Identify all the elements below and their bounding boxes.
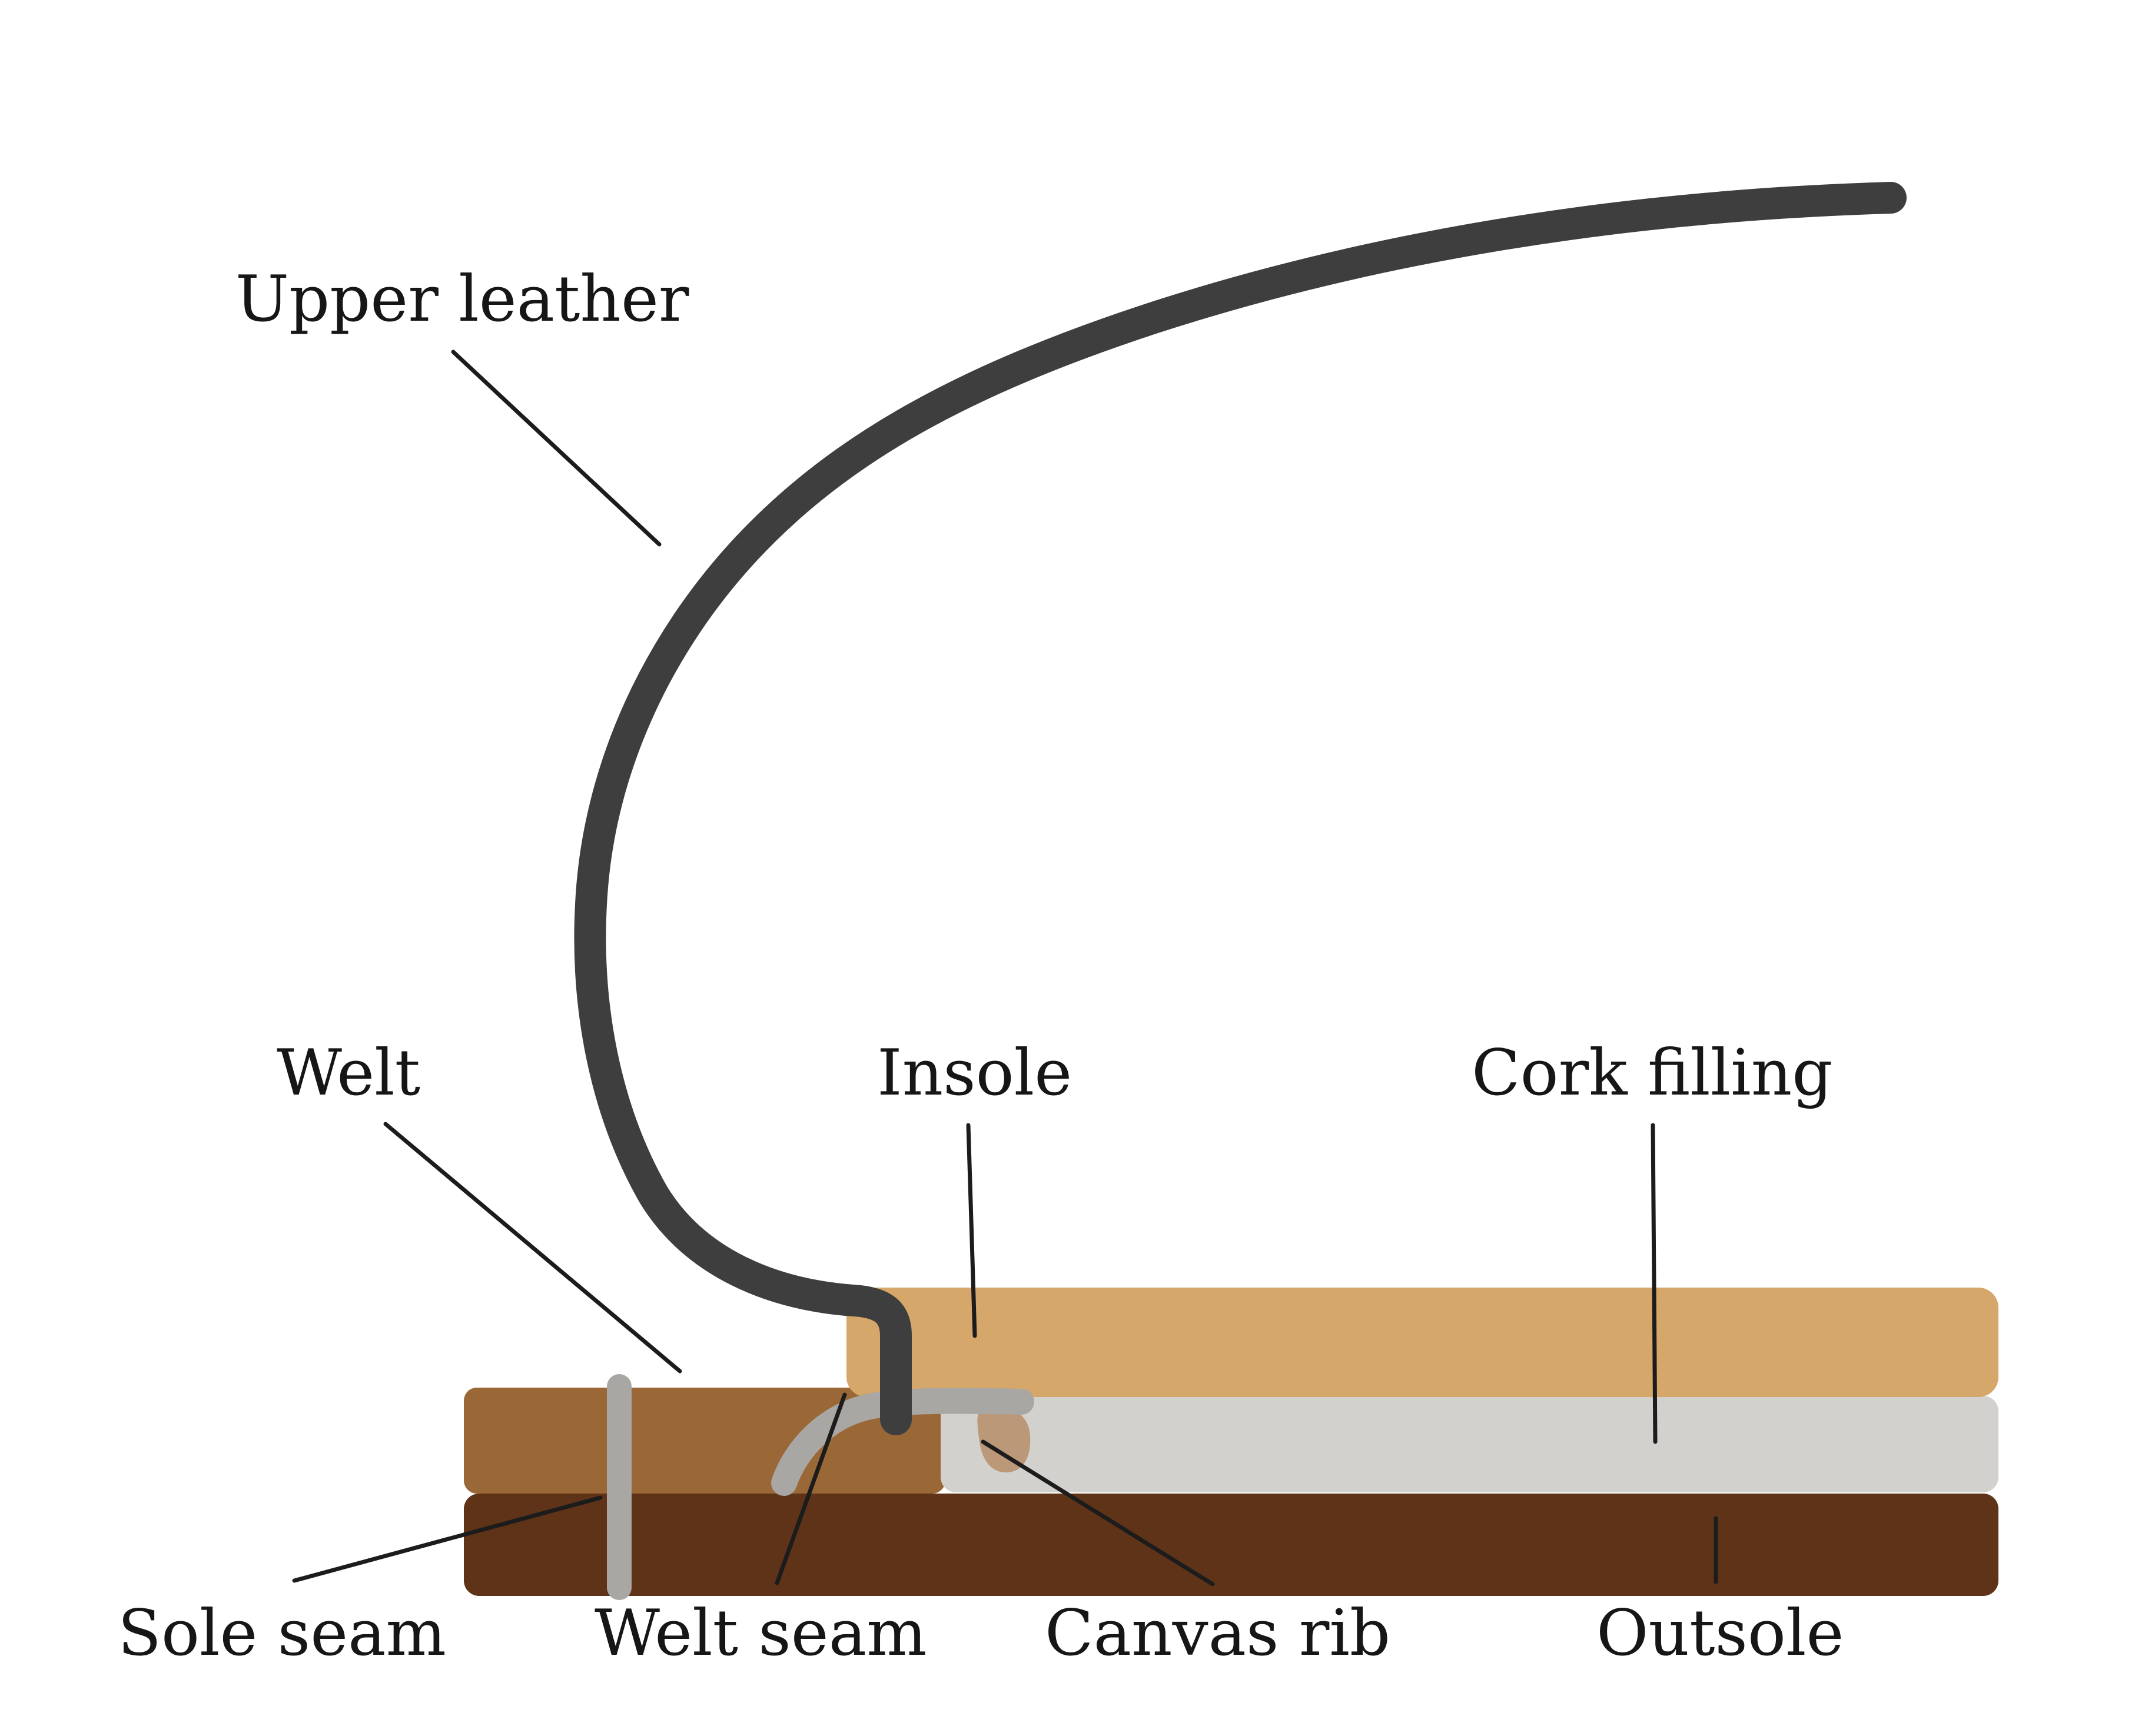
welt-seam-stitch (771, 1388, 1034, 1496)
sole-seam-leader-line (292, 1495, 603, 1583)
canvas-rib-shape (977, 1406, 1031, 1473)
stitching-and-rib (607, 1374, 1034, 1600)
upper-leather-leader-line (451, 350, 662, 547)
welt-label: Welt (277, 1036, 420, 1110)
canvas-rib-label: Canvas rib (1045, 1597, 1390, 1670)
leader-lines (292, 350, 1718, 1587)
outsole-label: Outsole (1596, 1597, 1844, 1670)
canvas-rib-leader-line (981, 1439, 1215, 1587)
insole-leader-line (966, 1123, 977, 1338)
insole-layer (846, 1288, 1998, 1397)
cork-filling-leader-line (1651, 1123, 1658, 1444)
outsole-layer (464, 1494, 1998, 1596)
welt-seam-label: Welt seam (595, 1597, 927, 1670)
sole-seam-label: Sole seam (118, 1597, 446, 1670)
labels: Upper leather Welt Insole Cork filling S… (118, 262, 1844, 1670)
upper-leather-curve (574, 182, 1907, 1435)
cork-filling-label: Cork filling (1472, 1036, 1832, 1110)
welt-leader-line (383, 1122, 682, 1373)
cork-filling-layer (941, 1396, 1998, 1492)
insole-label: Insole (877, 1036, 1072, 1110)
welt-seam-leader-line (775, 1392, 847, 1585)
upper-leather-label: Upper leather (235, 262, 689, 336)
